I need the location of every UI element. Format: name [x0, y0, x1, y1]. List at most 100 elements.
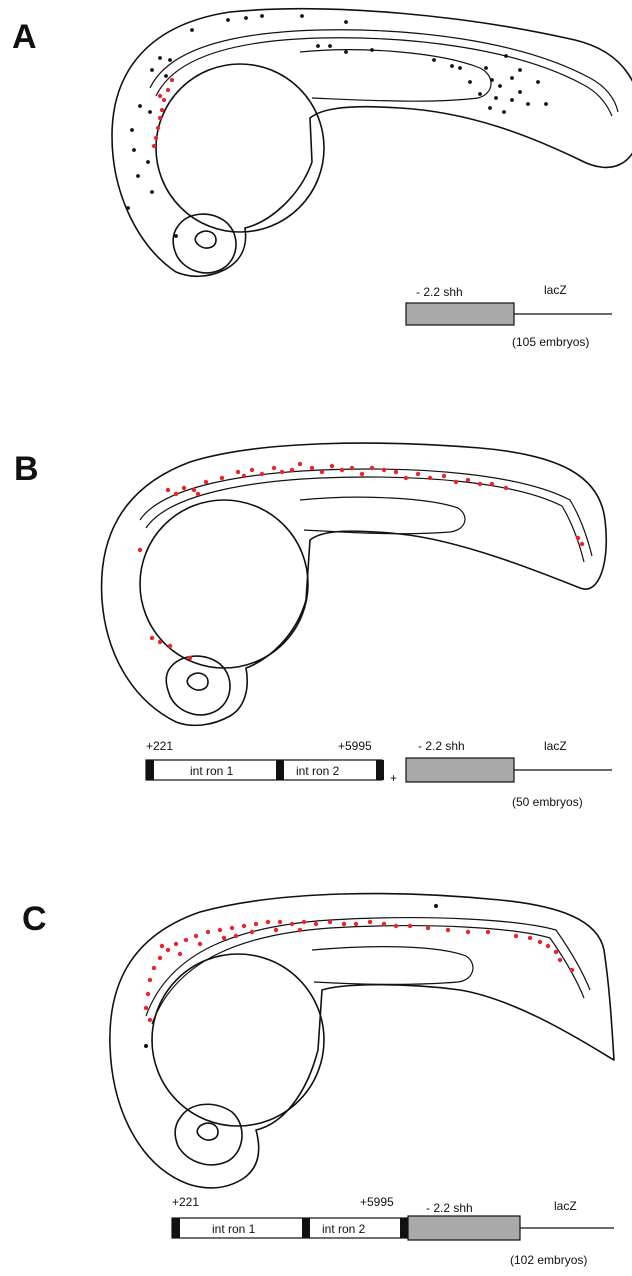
construct-c-intron1-label: int ron 1 — [212, 1222, 256, 1236]
construct-b-intron2-label: int ron 2 — [296, 764, 340, 778]
ectopic-dot — [370, 48, 374, 52]
embryo-c-yolk — [152, 954, 324, 1126]
ectopic-dot — [344, 50, 348, 54]
ectopic-dot — [300, 14, 304, 18]
ectopic-dot — [450, 64, 454, 68]
embryo-c-expression-dots — [144, 920, 574, 1022]
expression-dot — [528, 936, 532, 940]
embryo-b-expression-dots — [138, 462, 584, 660]
construct-a-count-label: (105 embryos) — [512, 335, 589, 349]
construct-c-exon-1 — [172, 1218, 180, 1238]
panel-letter-c: C — [22, 900, 47, 938]
ectopic-dot — [478, 92, 482, 96]
construct-b-intron-region — [146, 760, 382, 780]
ectopic-dot — [518, 68, 522, 72]
embryo-a-ectopic-dots — [126, 14, 548, 238]
expression-dot — [182, 486, 186, 490]
expression-dot — [152, 144, 156, 148]
expression-dot — [408, 924, 412, 928]
expression-dot — [340, 468, 344, 472]
expression-dot — [166, 948, 170, 952]
ectopic-dot — [504, 54, 508, 58]
expression-dot — [274, 928, 278, 932]
embryo-b — [102, 443, 607, 725]
expression-dot — [370, 466, 374, 470]
expression-dot — [242, 474, 246, 478]
expression-dot — [160, 944, 164, 948]
ectopic-dot — [502, 110, 506, 114]
ectopic-dot — [490, 78, 494, 82]
construct-a-reporter-label: lacZ — [544, 283, 567, 297]
expression-dot — [178, 952, 182, 956]
expression-dot — [160, 108, 164, 112]
expression-dot — [218, 928, 222, 932]
construct-a-promoter-label: - 2.2 shh — [416, 285, 463, 299]
construct-b-count-label: (50 embryos) — [512, 795, 583, 809]
ectopic-dot — [260, 14, 264, 18]
ectopic-dot — [190, 28, 194, 32]
ectopic-dot — [316, 44, 320, 48]
embryo-b-eye — [166, 656, 230, 715]
ectopic-dot — [544, 102, 548, 106]
expression-dot — [162, 98, 166, 102]
embryo-a-notochord — [150, 30, 618, 112]
expression-dot — [242, 924, 246, 928]
expression-dot — [198, 942, 202, 946]
expression-dot — [328, 920, 332, 924]
ectopic-dot — [484, 66, 488, 70]
ectopic-dot — [174, 234, 178, 238]
expression-dot — [554, 950, 558, 954]
construct-b-reporter-label: lacZ — [544, 739, 567, 753]
expression-dot — [220, 476, 224, 480]
construct-a-promoter-box — [406, 303, 514, 325]
expression-dot — [478, 482, 482, 486]
embryo-a-eye — [173, 214, 236, 273]
expression-dot — [490, 482, 494, 486]
expression-dot — [170, 78, 174, 82]
expression-dot — [298, 928, 302, 932]
expression-dot — [250, 930, 254, 934]
panel-b: B +221 +5995 - 2.2 shh lacZ int ron 1 in… — [14, 443, 612, 809]
expression-dot — [280, 470, 284, 474]
expression-dot — [204, 480, 208, 484]
expression-dot — [148, 1018, 152, 1022]
embryo-c-body-outline — [110, 894, 614, 1188]
expression-dot — [266, 920, 270, 924]
expression-dot — [394, 470, 398, 474]
expression-dot — [194, 934, 198, 938]
expression-dot — [404, 476, 408, 480]
embryo-a-yolk — [156, 64, 324, 232]
expression-dot — [466, 930, 470, 934]
expression-dot — [546, 944, 550, 948]
embryo-c-eye — [175, 1104, 242, 1165]
expression-dot — [290, 922, 294, 926]
construct-c-promoter-box — [408, 1216, 520, 1240]
expression-dot — [394, 924, 398, 928]
ectopic-dot — [510, 98, 514, 102]
panel-c: C +221 +5995 - 2.2 shh lacZ int ron 1 in… — [22, 894, 614, 1267]
ectopic-dot — [144, 1044, 148, 1048]
expression-dot — [168, 644, 172, 648]
construct-b-start-label: +221 — [146, 739, 173, 753]
expression-dot — [150, 636, 154, 640]
expression-dot — [382, 468, 386, 472]
ectopic-dot — [494, 96, 498, 100]
embryo-a-yolk-extension — [300, 50, 491, 101]
expression-dot — [428, 476, 432, 480]
construct-b-exon-3 — [376, 760, 384, 780]
expression-dot — [442, 474, 446, 478]
embryo-b-lens — [187, 673, 208, 690]
embryo-a-lens — [195, 231, 216, 248]
ectopic-dot — [526, 102, 530, 106]
expression-dot — [174, 492, 178, 496]
expression-dot — [426, 926, 430, 930]
expression-dot — [446, 928, 450, 932]
ectopic-dot — [244, 16, 248, 20]
expression-dot — [158, 956, 162, 960]
construct-b-end-label: +5995 — [338, 739, 372, 753]
ectopic-dot — [536, 80, 540, 84]
panel-letter-a: A — [12, 18, 37, 56]
ectopic-dot — [130, 128, 134, 132]
construct-b-promoter-label: - 2.2 shh — [418, 739, 465, 753]
expression-dot — [314, 922, 318, 926]
